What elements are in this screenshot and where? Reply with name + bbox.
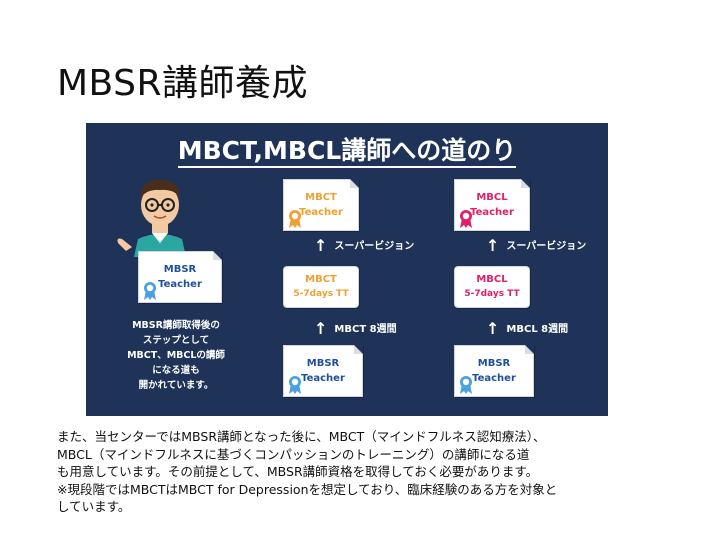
cert-line2: 5-7days TT [293, 289, 349, 299]
body-line: また、当センターではMBSR講師となった後に、MBCT（マインドフルネス認知療法… [57, 429, 546, 444]
pathway-panel: MBCT,MBCL講師への道のり MBSR Teacher MBCT Teach… [86, 123, 608, 416]
cert-line1: MBCL [476, 192, 508, 203]
cert-line2: Teacher [301, 373, 345, 384]
body-text: また、当センターではMBSR講師となった後に、MBCT（マインドフルネス認知療法… [57, 428, 687, 516]
cert-line2: Teacher [470, 207, 514, 218]
cert-line1: MBSR [477, 358, 511, 369]
slide-title: MBSR講師養成 [57, 63, 308, 104]
body-line: しています。 [57, 499, 131, 514]
body-line: ※現段階ではMBCTはMBCT for Depressionを想定しており、臨床… [57, 481, 558, 497]
award-rosette-icon [144, 282, 156, 300]
body-line: も用意しています。その前提として、MBSR講師資格を取得しておく必要があります。 [57, 464, 539, 479]
mbcl-training-certificate: MBCL 5-7days TT [454, 266, 530, 308]
teacher-avatar [117, 179, 186, 257]
cert-line1: MBSR [306, 358, 340, 369]
left-note-line: 開かれています。 [138, 380, 214, 391]
body-line: MBCL（マインドフルネスに基づくコンパッションのトレーニング）の講師になる道 [57, 446, 530, 462]
cert-line2: 5-7days TT [464, 289, 520, 299]
award-rosette-icon [289, 376, 301, 394]
award-rosette-icon [460, 376, 472, 394]
panel-title: MBCT,MBCL講師への道のり [86, 131, 608, 168]
mbct-mbsr-teacher-certificate: MBSR Teacher [283, 345, 363, 397]
mbct-supervision-arrow: ↑スーパービジョン [314, 236, 415, 255]
left-note-line: MBSR講師取得後の [132, 320, 220, 331]
left-note-line: MBCT、MBCLの講師 [127, 350, 225, 361]
cert-line2: Teacher [158, 279, 202, 290]
mbsr-teacher-certificate: MBSR Teacher [138, 251, 222, 303]
mbcl-mbsr-teacher-certificate: MBSR Teacher [454, 345, 534, 397]
left-note-line: になる道も [152, 365, 200, 376]
cert-line1: MBSR [163, 264, 197, 275]
cert-line1: MBCT [305, 274, 337, 285]
mbct-teacher-certificate: MBCT Teacher [283, 179, 359, 231]
cert-line2: Teacher [299, 207, 343, 218]
mbcl-supervision-arrow: ↑スーパービジョン [486, 236, 587, 255]
cert-line2: Teacher [472, 373, 516, 384]
mbct-8week-arrow: ↑MBCT 8週間 [314, 319, 397, 338]
mbct-training-certificate: MBCT 5-7days TT [283, 266, 359, 308]
cert-line1: MBCL [476, 274, 508, 285]
cert-line1: MBCT [305, 192, 337, 203]
award-rosette-icon [289, 210, 301, 228]
mbcl-teacher-certificate: MBCL Teacher [454, 179, 530, 231]
left-note: MBSR講師取得後の ステップとして MBCT、MBCLの講師 になる道も 開か… [116, 318, 236, 393]
left-note-line: ステップとして [142, 335, 210, 346]
award-rosette-icon [460, 210, 472, 228]
mbcl-8week-arrow: ↑MBCL 8週間 [486, 319, 569, 338]
